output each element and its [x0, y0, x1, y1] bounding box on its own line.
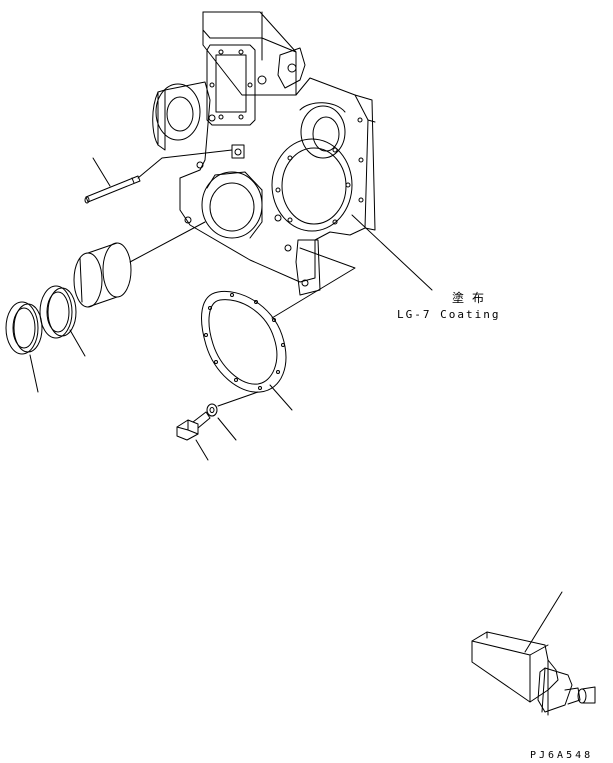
front-cover-housing — [153, 12, 375, 295]
front-seal-leader — [30, 355, 38, 392]
bolt-guide-line — [218, 392, 258, 406]
gasket-leader — [270, 385, 292, 410]
oil-seal-leader — [70, 330, 85, 356]
dowel-pin-leader — [93, 158, 110, 186]
dowel-pin — [85, 176, 140, 203]
coating-leader-line — [352, 215, 432, 290]
gasket-guide-line — [272, 248, 355, 318]
installation-tool — [472, 632, 595, 715]
bolt-leader — [196, 440, 208, 460]
sleeve-guide-line — [130, 222, 205, 262]
cover-gasket — [202, 291, 286, 392]
figure-code: PJ6A548 — [530, 750, 594, 761]
washer-leader — [218, 418, 236, 440]
tool-leader — [525, 592, 562, 652]
coating-label-ja: 塗布 — [452, 291, 493, 305]
bolt — [177, 412, 210, 440]
front-seal-ring — [6, 302, 42, 354]
dowel-pin-guide — [138, 150, 232, 178]
wear-sleeve — [74, 243, 131, 307]
oil-seal — [40, 286, 76, 338]
washer — [207, 404, 217, 416]
coating-label-en: LG-7 Coating — [397, 308, 501, 321]
